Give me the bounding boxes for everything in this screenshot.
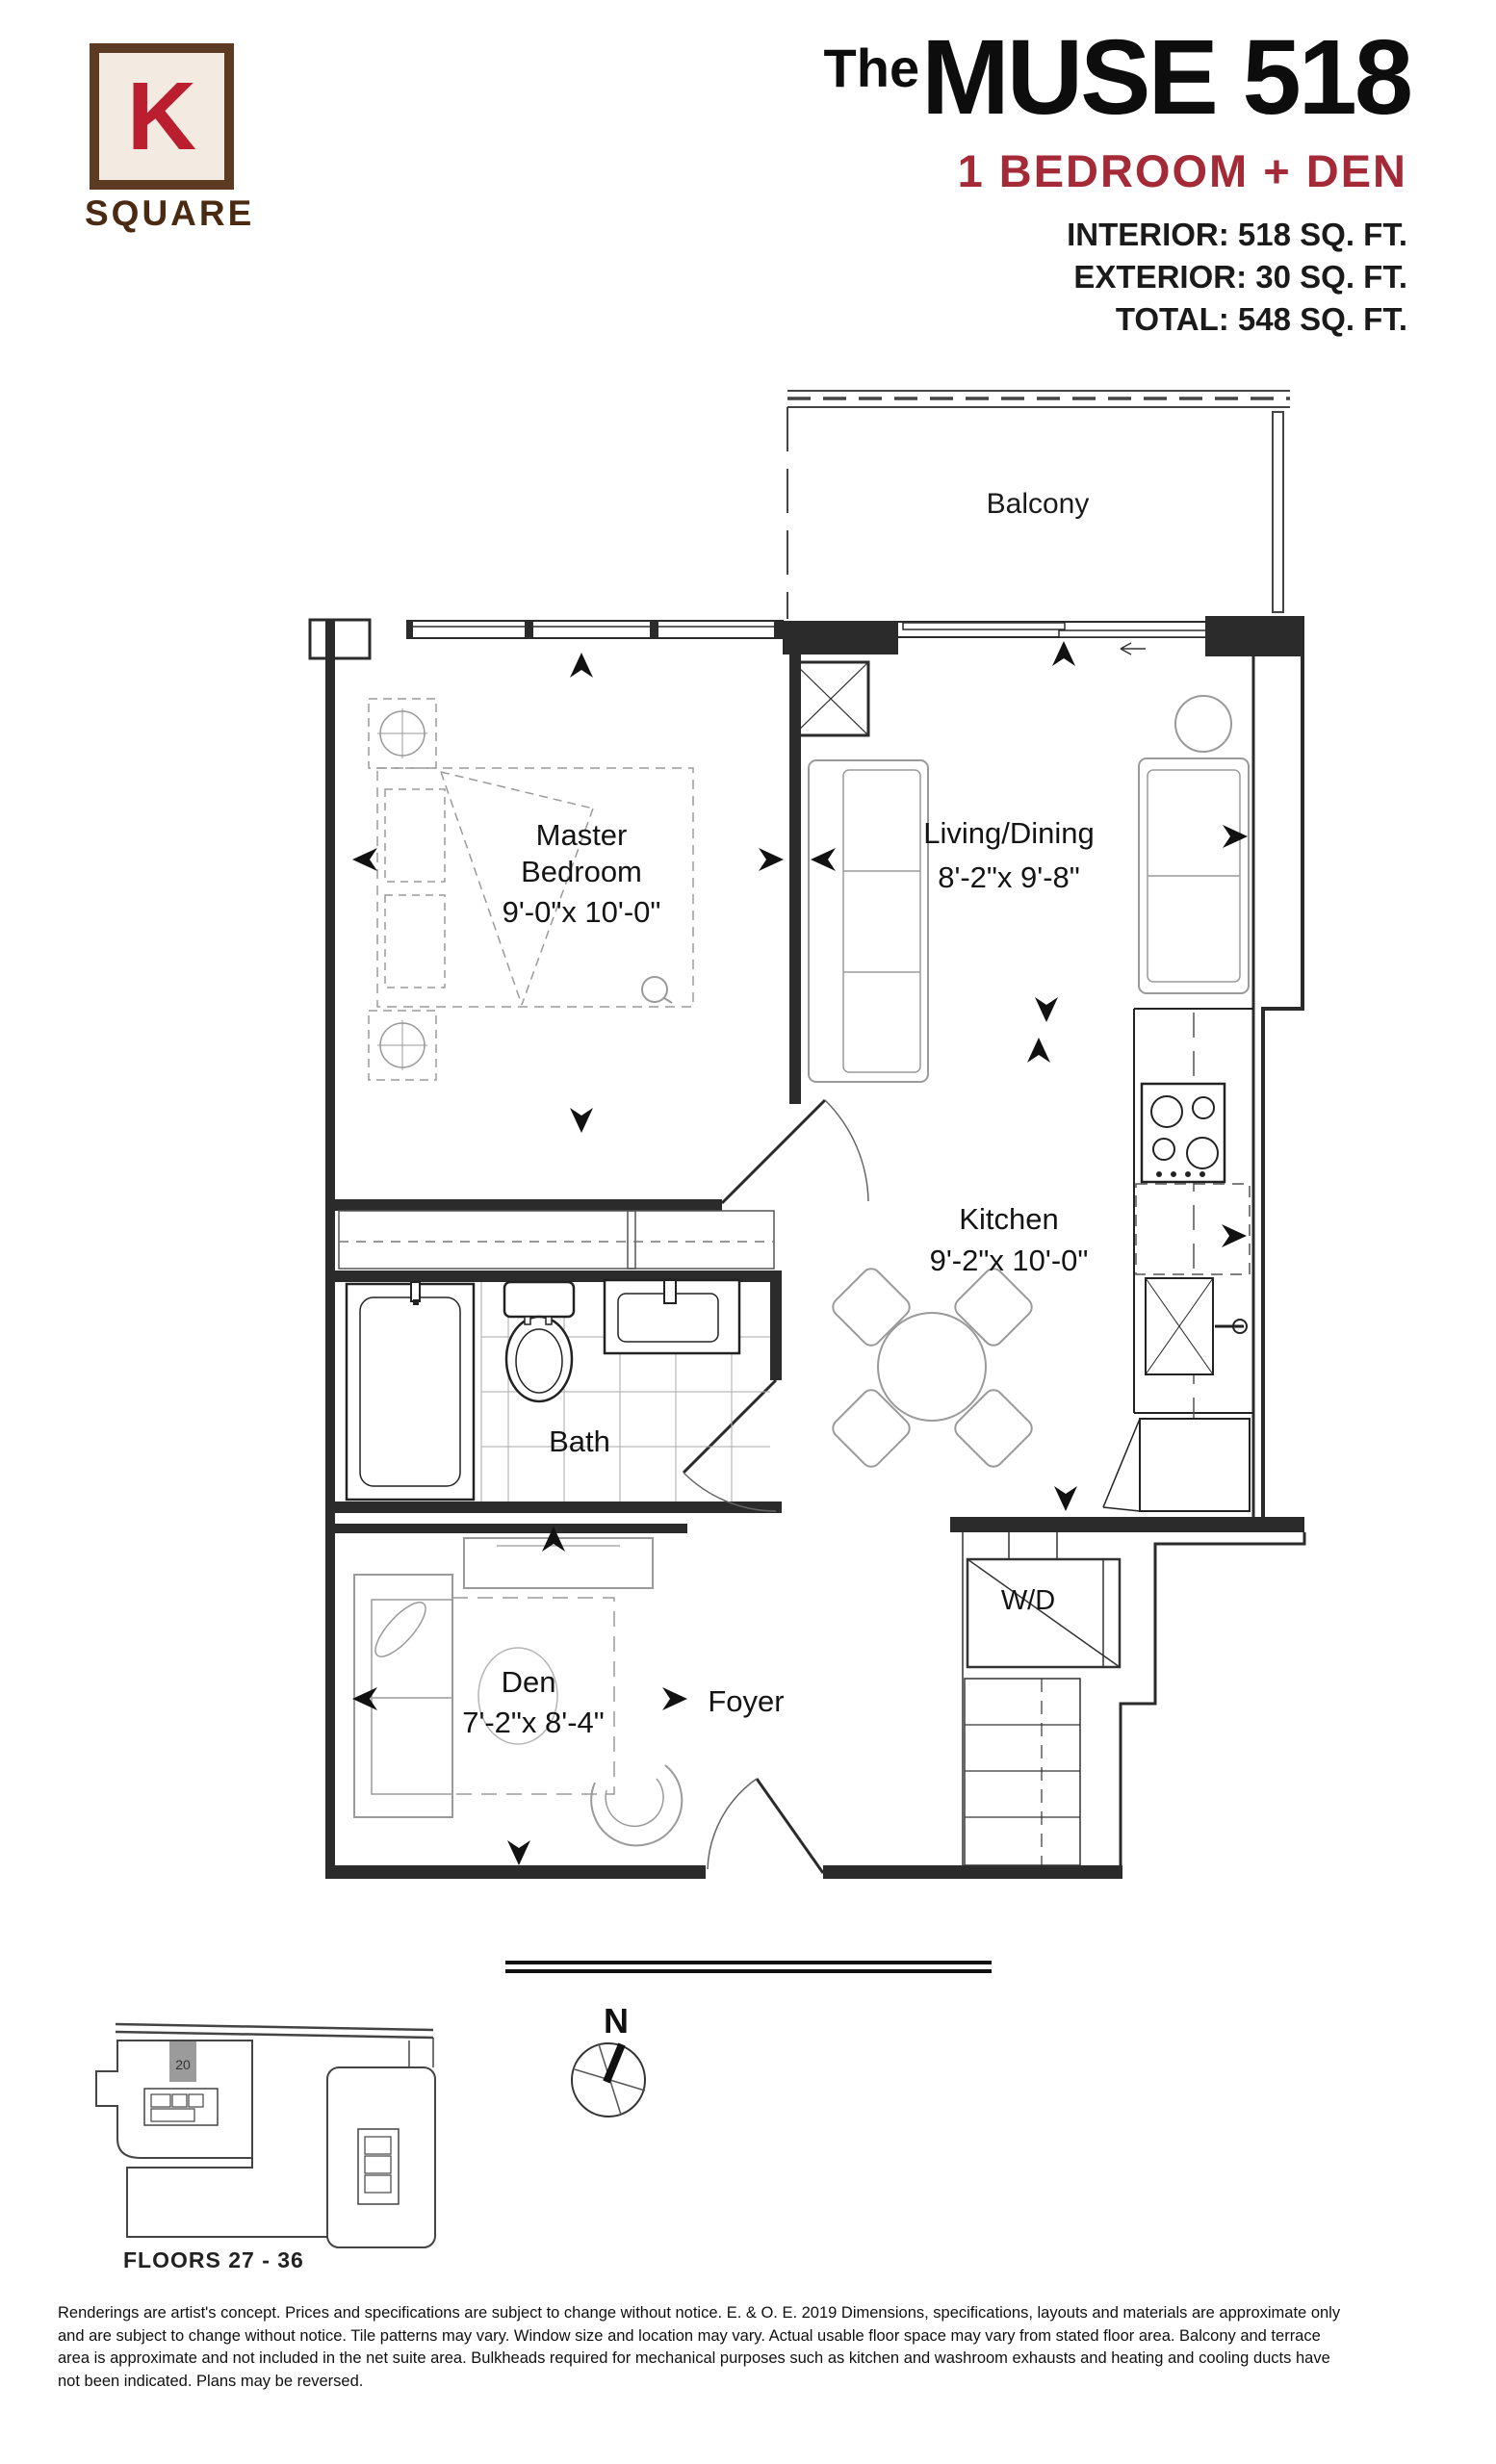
page-title: The MUSE 518 — [823, 18, 1413, 137]
laundry-closet: W/D — [962, 1532, 1122, 1866]
den-label: Den — [502, 1665, 556, 1699]
bath-door — [682, 1378, 778, 1512]
pillow — [374, 1602, 426, 1657]
elevator-core-left — [143, 2088, 219, 2126]
disclaimer: Renderings are artist's concept. Prices … — [58, 2302, 1340, 2393]
toilet-icon — [503, 1280, 576, 1403]
vanity-sink-icon — [603, 1278, 741, 1355]
title-prefix: The — [823, 38, 920, 98]
dimension-arrow — [352, 848, 377, 871]
armchair — [590, 1764, 684, 1847]
north-compass-icon: N — [571, 2001, 646, 2118]
ksquare-logo-icon: K — [90, 43, 234, 190]
dimension-arrow — [811, 848, 836, 871]
dimension-arrow — [1222, 1224, 1247, 1247]
bathtub-icon — [345, 1281, 476, 1502]
stat-exterior: EXTERIOR: 30 SQ. FT. — [1073, 259, 1407, 295]
title-main: MUSE 518 — [921, 18, 1413, 137]
dimension-arrow — [542, 1527, 565, 1552]
dimension-arrow — [352, 1687, 377, 1710]
interior-walls — [335, 654, 801, 1533]
stat-total: TOTAL: 548 SQ. FT. — [1115, 301, 1407, 337]
foyer-closet-shelves — [964, 1678, 1081, 1866]
cooktop-icon — [1140, 1082, 1226, 1184]
dimension-arrow — [1223, 825, 1248, 848]
entry-door — [707, 1778, 825, 1874]
living-dimensions: 8'-2"x 9'-8" — [938, 860, 1080, 894]
sink-icon — [1145, 1277, 1248, 1375]
dimension-arrow — [570, 1108, 593, 1133]
elevator-core-right — [357, 2128, 400, 2205]
slide-direction-arrow-icon — [1120, 642, 1146, 655]
balcony-area: Balcony — [787, 390, 1290, 619]
dimension-arrow — [662, 1687, 687, 1710]
exterior-walls — [308, 616, 1306, 1879]
master-closet — [338, 1210, 775, 1270]
living-label: Living/Dining — [923, 816, 1095, 850]
bath-label: Bath — [549, 1424, 610, 1458]
master-dimensions: 9'-0"x 10'-0" — [503, 895, 661, 929]
den-rug — [451, 1597, 615, 1795]
loveseat — [1138, 757, 1250, 994]
balcony-railing — [1272, 411, 1284, 613]
washer-dryer-icon — [966, 1557, 1122, 1669]
room-kitchen: Kitchen 9'-2"x 10'-0" — [832, 1008, 1253, 1513]
dimension-arrows — [352, 641, 1248, 1865]
dining-table — [877, 1312, 987, 1422]
vent-shaft — [791, 660, 870, 737]
disclaimer-line: not been indicated. Plans may be reverse… — [58, 2372, 364, 2390]
wd-label: W/D — [1001, 1585, 1055, 1616]
oval-rug — [477, 1647, 558, 1745]
sofa — [808, 759, 929, 1083]
dimension-arrow — [759, 848, 784, 871]
section-line — [505, 1961, 992, 1973]
window-band — [406, 620, 784, 639]
room-den: Den 7'-2"x 8'-4" Foyer — [353, 1537, 785, 1847]
disclaimer-line: and are subject to change without notice… — [58, 2326, 1321, 2345]
master-label-1: Master — [536, 818, 628, 852]
kitchen-dimensions: 9'-2"x 10'-0" — [930, 1244, 1089, 1277]
doors — [682, 1098, 869, 1874]
dimension-arrow — [1054, 1486, 1077, 1511]
stat-interior: INTERIOR: 518 SQ. FT. — [1067, 217, 1407, 252]
room-bath: Bath — [345, 1278, 770, 1502]
foyer-label: Foyer — [708, 1684, 784, 1718]
dimension-arrow — [507, 1840, 530, 1865]
unit-number: 20 — [175, 2057, 191, 2072]
room-living-dining: Living/Dining 8'-2"x 9'-8" — [808, 695, 1250, 1083]
dimension-arrow — [1052, 641, 1075, 666]
logo-wordmark: SQUARE — [85, 193, 255, 233]
master-label-2: Bedroom — [521, 855, 642, 888]
bed — [368, 698, 694, 1081]
north-label: N — [604, 2001, 629, 2040]
dimension-arrow — [1035, 997, 1058, 1022]
fridge — [1102, 1418, 1251, 1512]
highlighted-unit — [169, 2041, 196, 2082]
balcony-label: Balcony — [987, 488, 1090, 520]
floors-label: FLOORS 27 - 36 — [123, 2247, 304, 2272]
room-master-bedroom: Master Bedroom 9'-0"x 10'-0" — [338, 698, 775, 1270]
den-dimensions: 7'-2"x 8'-4" — [462, 1706, 605, 1739]
master-bedroom-door — [720, 1098, 869, 1205]
side-table — [1174, 695, 1232, 753]
key-plan: 20 FLOORS 27 - 36 — [95, 2022, 436, 2272]
dimension-arrow — [570, 653, 593, 678]
key-plan-right-tower — [326, 2066, 436, 2248]
dining-set — [832, 1268, 1033, 1468]
disclaimer-line: area is approximate and not included in … — [58, 2349, 1330, 2368]
balcony-sliding-door — [898, 621, 1207, 655]
dimension-arrow — [1027, 1038, 1050, 1063]
area-stats: INTERIOR: 518 SQ. FT. EXTERIOR: 30 SQ. F… — [1067, 214, 1407, 341]
unit-type-subtitle: 1 BEDROOM + DEN — [957, 145, 1407, 196]
disclaimer-line: Renderings are artist's concept. Prices … — [58, 2304, 1341, 2322]
daybed — [353, 1574, 453, 1818]
logo-letter: K — [126, 63, 197, 170]
clock-icon — [641, 976, 668, 1003]
kitchen-label: Kitchen — [959, 1202, 1058, 1236]
